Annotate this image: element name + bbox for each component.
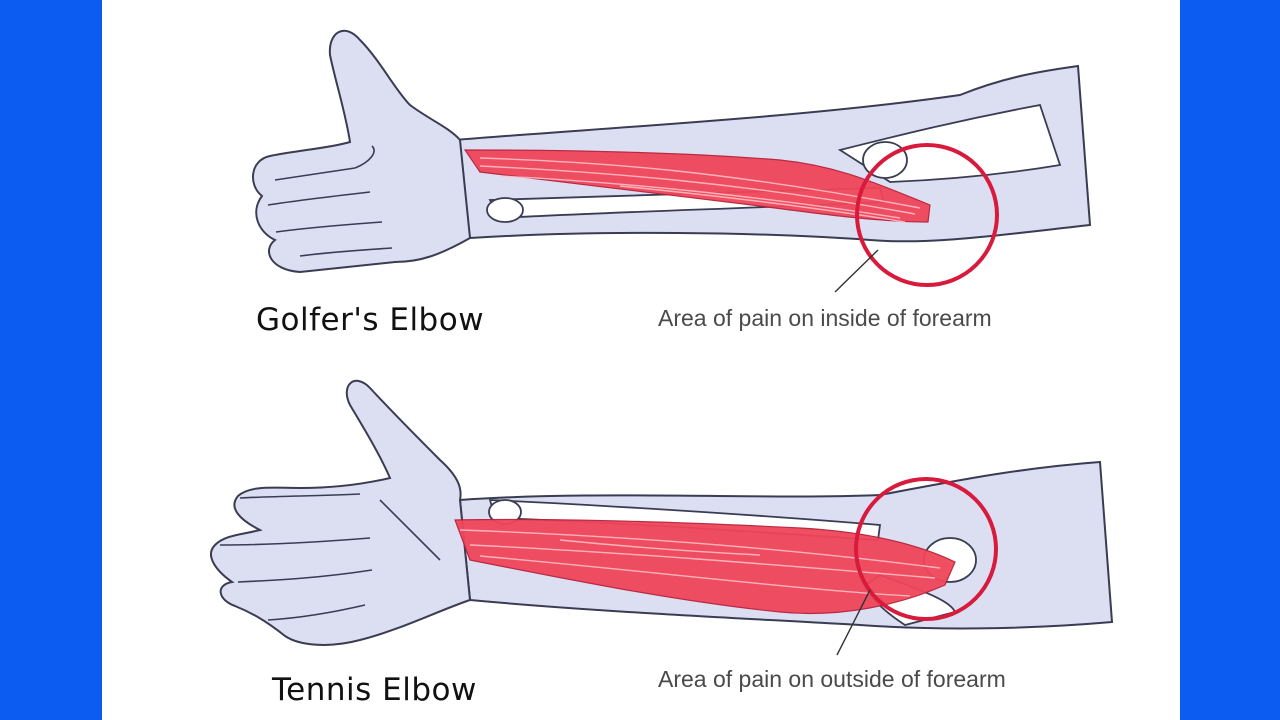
golfers-finger-lines — [267, 145, 393, 257]
tennis-muscle-fibers — [459, 529, 941, 597]
golfers-wrist-bone — [486, 197, 524, 223]
golfers-pain-circle — [855, 143, 999, 287]
tennis-pointer-line — [836, 589, 871, 656]
golfers-flexor-muscle — [463, 149, 931, 223]
tennis-hand-skin — [210, 379, 472, 646]
golfers-hand-skin — [252, 29, 472, 274]
tennis-finger-lines — [219, 493, 441, 621]
golfers-pointer-line — [834, 249, 879, 293]
golfers-muscle-fibers — [479, 157, 921, 223]
tennis-elbow-arm-illustration — [210, 379, 1114, 656]
golfers-elbow-title: Golfer's Elbow — [256, 302, 485, 338]
left-side-bar — [0, 0, 102, 720]
right-side-bar — [1180, 0, 1280, 720]
tennis-elbow-callout: Area of pain on outside of forearm — [658, 666, 1006, 692]
tennis-elbow-title: Tennis Elbow — [272, 672, 477, 708]
golfers-elbow-arm-illustration — [252, 29, 1092, 293]
tennis-pain-circle — [854, 477, 998, 621]
golfers-elbow-callout: Area of pain on inside of forearm — [658, 305, 992, 331]
